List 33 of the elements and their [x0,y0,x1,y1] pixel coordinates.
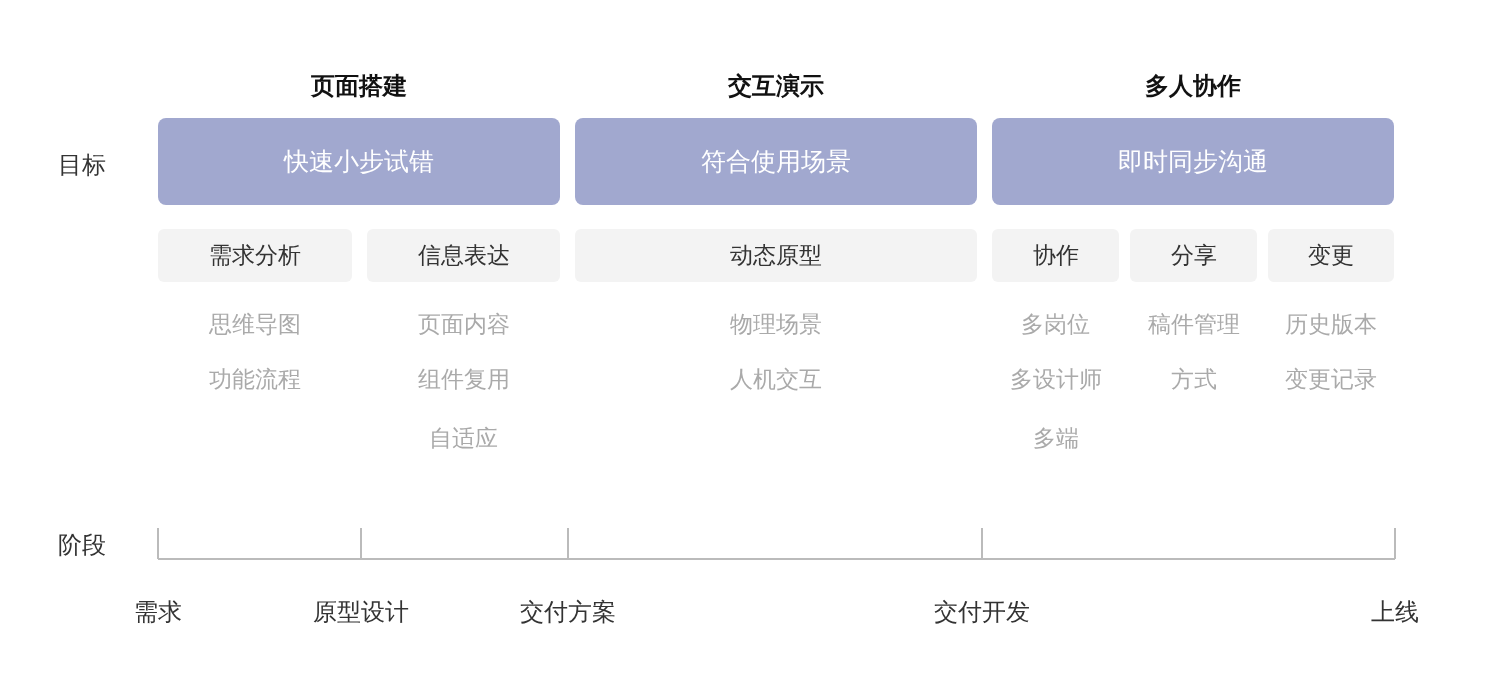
feature-text: 稿件管理 [1147,310,1240,339]
category-box: 协作 [992,229,1119,282]
feature-text: 多端 [1032,424,1079,453]
feature-text: 多设计师 [1009,365,1102,394]
feature-text: 方式 [1170,365,1217,394]
column-heading: 交互演示 [727,71,825,102]
column-heading: 页面搭建 [310,71,408,102]
stage-label: 上线 [1371,597,1419,627]
row-heading: 目标 [58,150,106,180]
stage-label: 原型设计 [313,597,409,627]
category-box: 分享 [1130,229,1257,282]
feature-text: 物理场景 [730,310,822,339]
feature-text: 功能流程 [209,365,301,394]
category-box: 变更 [1268,229,1394,282]
column-heading: 多人协作 [1144,71,1242,102]
category-box: 动态原型 [575,229,977,282]
stage-label: 交付方案 [520,597,616,627]
feature-text: 多岗位 [1021,310,1090,339]
category-box: 需求分析 [158,229,352,282]
goal-box: 快速小步试错 [158,118,560,205]
feature-text: 自适应 [429,424,498,453]
feature-text: 思维导图 [209,310,301,339]
feature-text: 组件复用 [417,365,510,394]
feature-text: 人机交互 [730,365,822,394]
goal-box: 即时同步沟通 [992,118,1394,205]
feature-text: 历史版本 [1285,310,1377,339]
row-heading: 阶段 [58,530,106,560]
stage-label: 交付开发 [934,597,1030,627]
goal-box: 符合使用场景 [575,118,977,205]
feature-text: 变更记录 [1285,365,1377,394]
feature-text: 页面内容 [417,310,510,339]
stage-label: 需求 [134,597,182,627]
category-box: 信息表达 [367,229,560,282]
